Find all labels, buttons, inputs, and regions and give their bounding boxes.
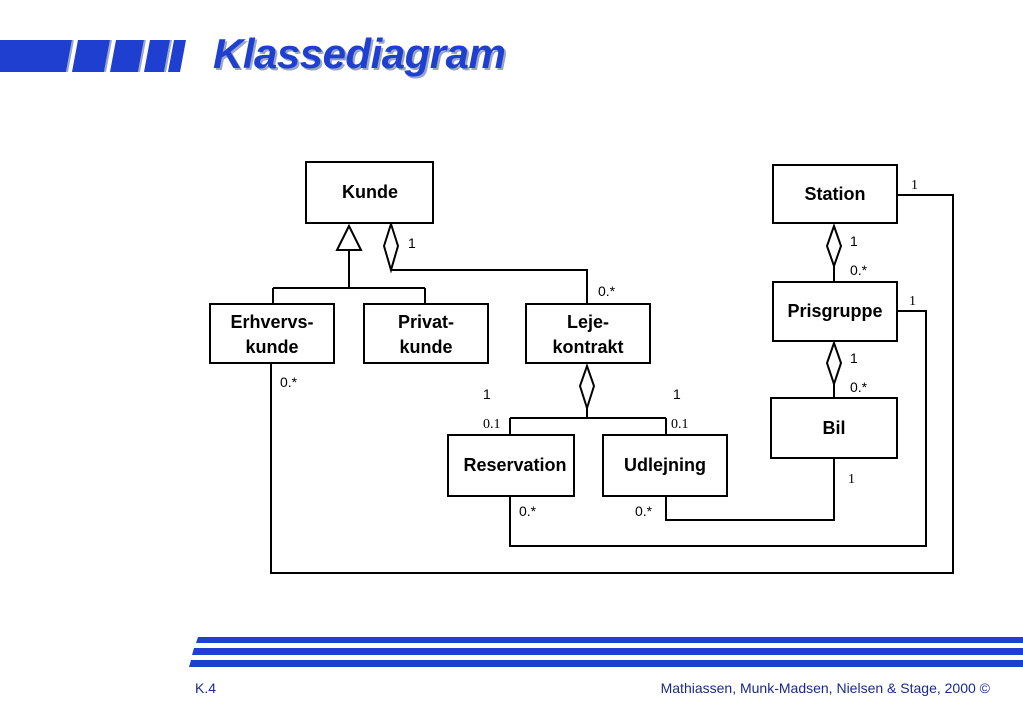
class-udlejning-name: Udlejning [624,455,706,475]
aggregation-diamond-prisgruppe [825,339,843,388]
mult-res-many: 0.* [519,503,537,519]
slide-title: Klassediagram [213,30,506,77]
class-kunde [305,161,434,224]
mult-leje-udl-one: 1 [673,386,681,402]
mult-station-right-one: 1 [911,178,918,193]
class-reservation-name: Reservation [463,455,566,475]
mult-leje-res-opt: 0.1 [483,417,501,432]
mult-erhverv-many: 0.* [280,374,298,390]
aggregation-diamond-station [825,222,843,270]
mult-kunde-leje-one: 1 [408,235,416,251]
mult-station-pris-one: 1 [850,233,858,249]
class-station [772,164,898,224]
mult-pris-bil-many: 0.* [850,379,868,395]
mult-udl-many: 0.* [635,503,653,519]
class-prisgruppe-name: Prisgruppe [787,301,882,321]
class-prisgruppe [772,281,898,342]
mult-leje-udl-opt: 0.1 [671,417,689,432]
class-privat-name-line2: kunde [399,337,452,357]
mult-leje-res-one: 1 [483,386,491,402]
class-leje-name-line1: Leje- [567,312,609,332]
class-kunde-name: Kunde [342,182,398,202]
header-stripes [0,40,186,72]
class-bil-name: Bil [822,418,845,438]
class-erhverv-name-line2: kunde [245,337,298,357]
aggregation-diamond-leje [578,362,596,412]
class-privatkunde [363,303,489,364]
copyright-text: Mathiassen, Munk-Madsen, Nielsen & Stage… [660,680,990,696]
class-reservation [447,434,575,497]
mult-kunde-leje-many: 0.* [598,283,616,299]
page-number: K.4 [195,680,217,696]
mult-bil-below-one: 1 [848,472,855,487]
aggregation-diamond-kunde [382,220,400,274]
generalization-arrow [335,223,363,251]
class-udlejning [602,434,728,497]
mult-pris-right-one: 1 [909,294,916,309]
class-erhverv-name-line1: Erhvervs- [230,312,313,332]
mult-pris-bil-one: 1 [850,350,858,366]
class-leje-name-line2: kontrakt [552,337,623,357]
class-erhvervskunde [209,303,335,364]
class-station-name: Station [805,184,866,204]
class-privat-name-line1: Privat- [398,312,454,332]
class-bil [770,397,898,459]
class-lejekontrakt [525,303,651,364]
mult-station-pris-many: 0.* [850,262,868,278]
footer-stripes [189,637,1023,667]
